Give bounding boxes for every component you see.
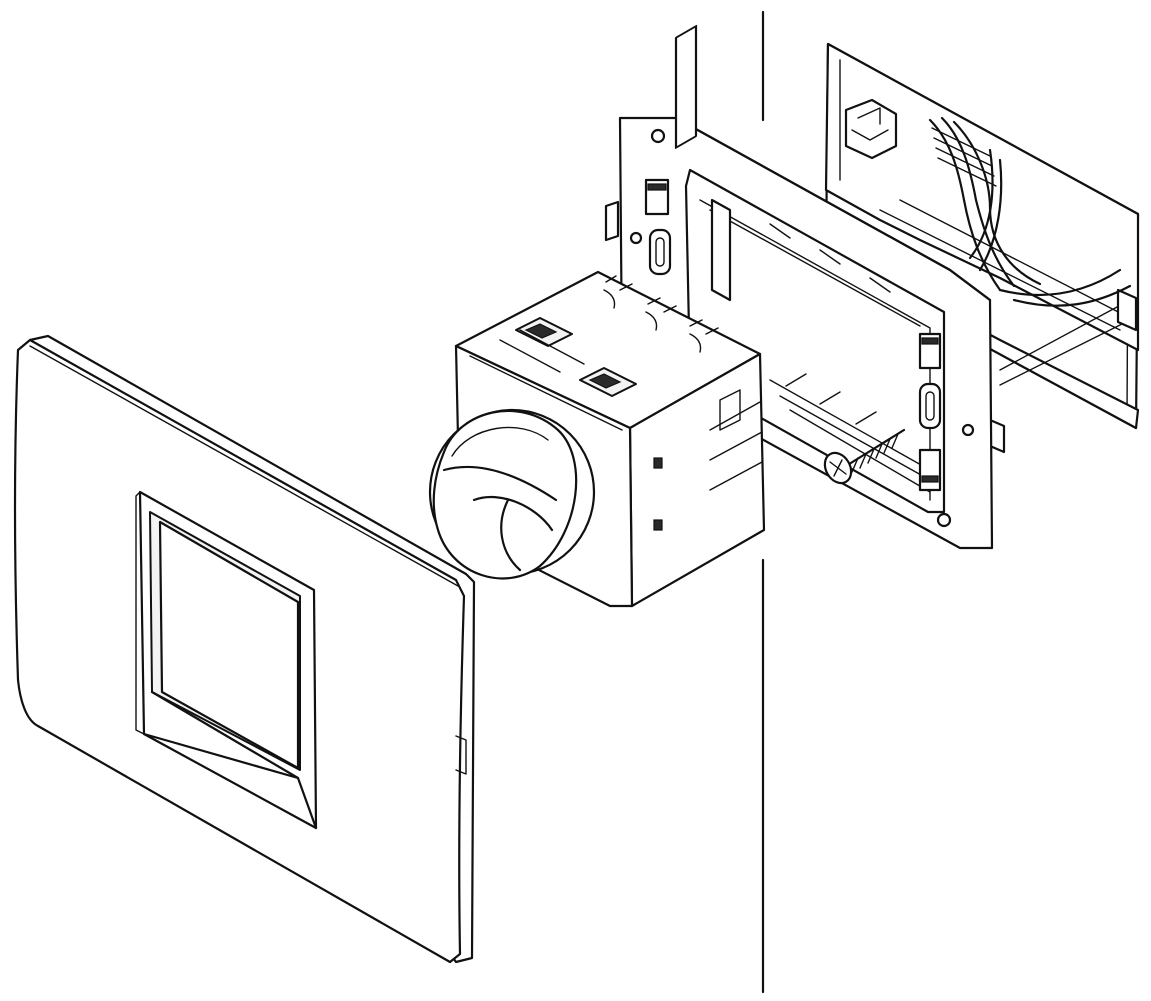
cover-plate-notch	[455, 735, 467, 775]
frame-right-hole	[961, 423, 975, 437]
module-side-label	[674, 24, 698, 149]
fixing-screw	[823, 428, 906, 485]
wall-box-clip-slot	[857, 107, 881, 125]
module-side-mark-1	[653, 457, 663, 469]
wire-7	[1012, 284, 1132, 307]
cover-plate-top-bevel	[29, 345, 459, 587]
motion-sensor-module	[428, 24, 766, 608]
sensor-dome-lens	[432, 409, 578, 580]
frame-right-slot-top-mark	[921, 337, 939, 345]
wall-box-side-tab	[1116, 288, 1138, 332]
module-top-ribs	[605, 275, 719, 335]
screw-cross-slot	[829, 459, 847, 477]
frame-right-oval-slot	[918, 382, 942, 430]
module-side-clip	[719, 389, 741, 431]
wire-5	[978, 158, 1003, 272]
module-terminals	[499, 317, 637, 397]
frame-left-oval-inner	[655, 237, 665, 267]
frame-left-slot-top-mark	[647, 183, 667, 191]
module-side-ribs	[709, 401, 763, 491]
sensor-dome-seam-2	[472, 495, 554, 532]
frame-top-hole	[650, 128, 666, 144]
frame-left-bar	[710, 198, 732, 302]
terminal-divider	[499, 329, 585, 373]
frame-bottom-hole	[936, 512, 952, 528]
motion-sensor-dome	[428, 408, 596, 580]
module-top-clips	[603, 289, 702, 353]
screw-shank	[844, 428, 906, 468]
module-side-mark-2	[653, 519, 663, 531]
wall-box-clip	[844, 98, 898, 160]
frame-notch-2	[819, 249, 841, 265]
mounting-frame-top-edge	[674, 116, 992, 302]
frame-left-tab	[604, 200, 620, 242]
frame-rib-top	[709, 209, 921, 327]
frame-right-oval-inner	[925, 391, 935, 421]
sensor-dome-fold	[500, 498, 522, 572]
mounting-frame-inner-lip	[699, 199, 931, 501]
terminal-1-slot	[524, 323, 558, 339]
module-front-bevel	[469, 355, 623, 431]
frame-bottom-teeth	[785, 373, 877, 425]
wire-4	[968, 148, 994, 260]
sensor-dome-seam-1	[442, 465, 558, 502]
terminal-2-slot	[588, 373, 622, 389]
cover-plate-window-inner	[158, 520, 300, 770]
frame-left-oval-slot	[648, 228, 672, 276]
wire-1	[928, 118, 1002, 292]
wall-box-rib-1	[879, 209, 1121, 331]
frame-right-slot-bottom-mark	[921, 475, 939, 483]
wall-box-rib-4	[999, 319, 1131, 386]
cover-plate	[13, 334, 476, 964]
wall-box-rib-2	[899, 199, 1131, 319]
frame-rib-bottom	[769, 379, 931, 493]
wire-coil	[931, 127, 997, 187]
wall-box-top-wall	[824, 42, 1140, 352]
screw-thread	[851, 433, 899, 473]
sensor-dome-highlight	[451, 426, 549, 457]
wall-box-clip-detail	[851, 129, 889, 141]
wire-2	[940, 116, 1016, 288]
frame-right-slot-bottom	[918, 448, 942, 492]
frame-notch-1	[769, 223, 791, 239]
frame-notch-3	[869, 277, 891, 293]
cover-plate-window-sill	[142, 732, 300, 780]
wire-6	[998, 268, 1122, 297]
wall-box-wires	[928, 116, 1132, 307]
wall-box-rib-3	[999, 299, 1131, 371]
mounting-frame	[604, 116, 994, 550]
frame-left-hole	[629, 231, 643, 245]
